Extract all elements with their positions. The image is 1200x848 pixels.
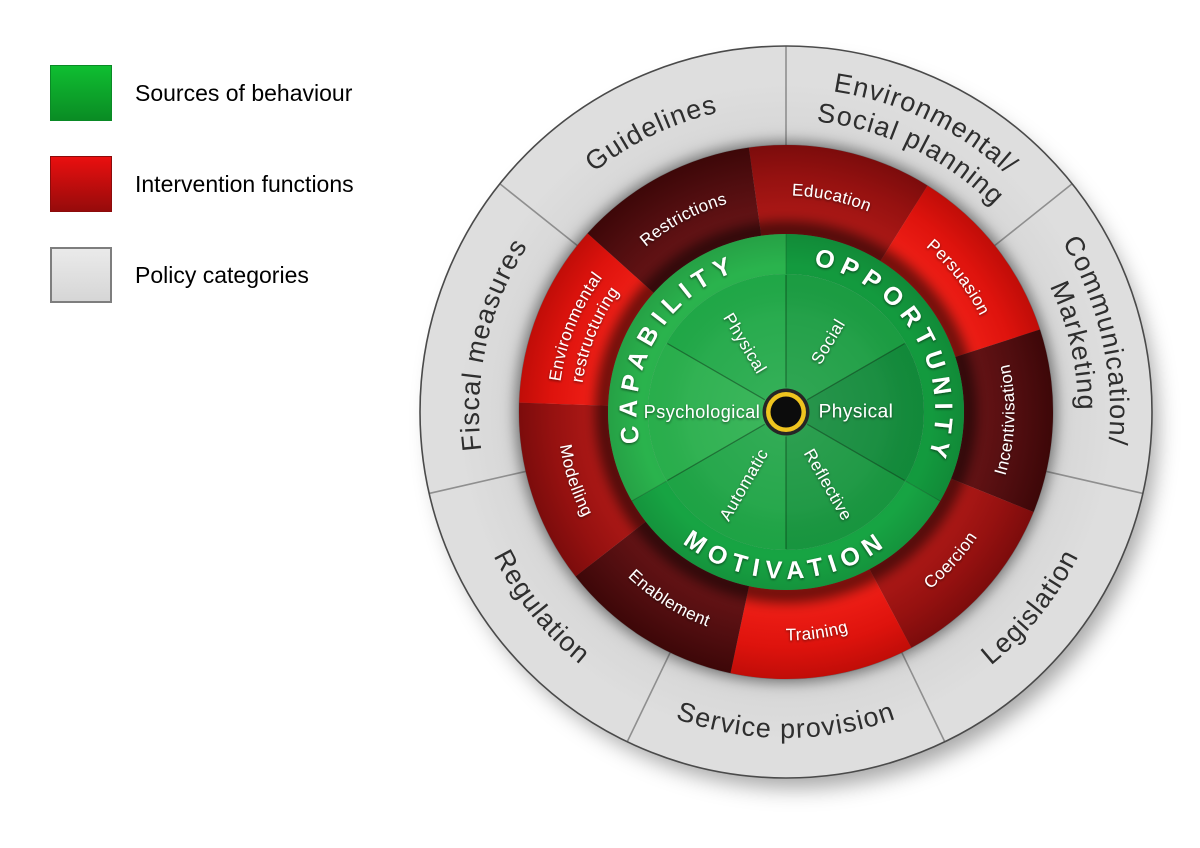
hub — [762, 388, 810, 436]
policy-divider — [1046, 470, 1143, 495]
policy-segment-legislation — [901, 471, 1143, 742]
policy-divider — [429, 470, 526, 495]
intervention-ring — [519, 144, 1053, 679]
intervention-segment-incentivisation — [951, 329, 1053, 513]
core-divider — [667, 423, 766, 482]
com-band-divider — [631, 480, 667, 502]
legend-label-sources: Sources of behaviour — [135, 79, 353, 106]
com-circle-shadow — [595, 221, 977, 603]
legend-label-interventions: Intervention functions — [135, 170, 354, 197]
policy-segment-service-provision — [627, 652, 945, 778]
legend-item-interventions: Intervention functions — [50, 156, 354, 212]
policy-segment-communication-marketing — [994, 183, 1152, 494]
legend-item-policy: Policy categories — [50, 247, 354, 303]
sources-of-behaviour-swatch — [50, 65, 112, 121]
policy-outer-outline — [419, 45, 1153, 779]
policy-segment-environmental-social-planning — [786, 46, 1073, 246]
intervention-functions-swatch — [50, 156, 112, 212]
policy-divider — [626, 652, 671, 743]
com-band-divider — [905, 480, 941, 502]
policy-segment-fiscal-measures — [420, 183, 578, 494]
policy-ring — [419, 45, 1153, 779]
core-label-1-physical: Physical — [819, 402, 894, 423]
intervention-segment-modelling — [519, 402, 646, 577]
policy-categories-swatch — [50, 247, 112, 303]
com-circle — [607, 234, 964, 590]
policy-divider — [994, 183, 1073, 247]
core-divider — [806, 423, 905, 482]
intervention-segment-restrictions — [587, 147, 762, 293]
legend-item-sources: Sources of behaviour — [50, 65, 354, 121]
policy-segment-guidelines — [499, 46, 786, 246]
legend-label-policy: Policy categories — [135, 261, 309, 288]
policy-divider — [901, 652, 946, 743]
intervention-segment-persuasion — [880, 185, 1040, 357]
policy-divider — [499, 183, 578, 247]
intervention-segment-enablement — [575, 521, 749, 674]
intervention-segment-environmental-restructuring — [519, 233, 654, 406]
intervention-segment-coercion — [869, 478, 1034, 648]
hub-core — [770, 396, 802, 428]
legend: Sources of behaviour Intervention functi… — [50, 65, 354, 303]
core-divider — [667, 342, 766, 401]
core-label-4-psychological: Psychological — [644, 402, 761, 422]
core-divider — [806, 342, 905, 401]
policy-segment-regulation — [429, 471, 671, 742]
